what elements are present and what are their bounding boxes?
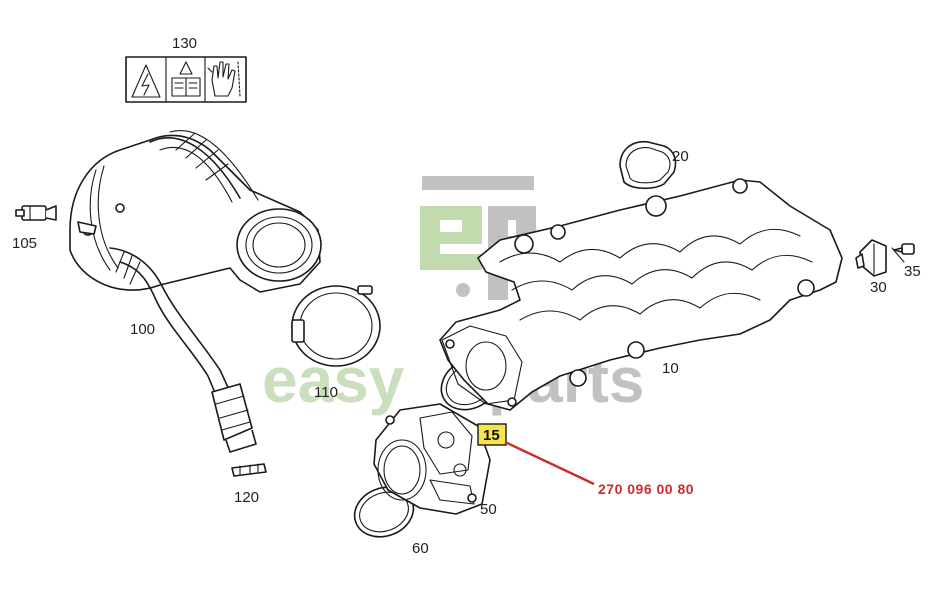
callout-35: 35	[904, 263, 921, 280]
callout-10: 10	[662, 360, 679, 377]
callout-120: 120	[234, 489, 259, 506]
callout-50: 50	[480, 501, 497, 518]
callout-20: 20	[672, 148, 689, 165]
electric-shock-warning-icon	[131, 64, 161, 98]
callout-110: 110	[314, 384, 338, 401]
callout-15: 15	[483, 427, 500, 444]
highlighted-callout-15[interactable]: 15 270 096 00 80	[477, 423, 694, 497]
callout-30: 30	[870, 279, 887, 296]
leader-line	[504, 440, 595, 486]
hose-clamp-110: 110	[291, 285, 381, 401]
bolt-35: 35	[891, 243, 921, 280]
watermark-easy: easy	[262, 344, 405, 416]
glove-hand-icon	[207, 61, 241, 97]
warning-label-130: 130	[125, 35, 247, 103]
caution-read-manual-icon	[171, 61, 201, 97]
callout-60: 60	[412, 540, 429, 557]
sensor-105: 105	[12, 205, 57, 252]
throttle-body-50: 50	[373, 403, 497, 518]
callout-130: 130	[172, 35, 197, 52]
callout-100: 100	[130, 321, 155, 338]
air-duct-100: 100	[69, 130, 322, 453]
callout-105: 105	[12, 235, 37, 252]
part-number[interactable]: 270 096 00 80	[598, 481, 694, 497]
gasket-20: 20	[619, 140, 689, 190]
sensor-30: 30	[855, 239, 887, 296]
callout-15-highlight-box	[477, 423, 507, 446]
intake-manifold-10: 10	[439, 178, 843, 411]
clip-120: 120	[231, 463, 267, 506]
